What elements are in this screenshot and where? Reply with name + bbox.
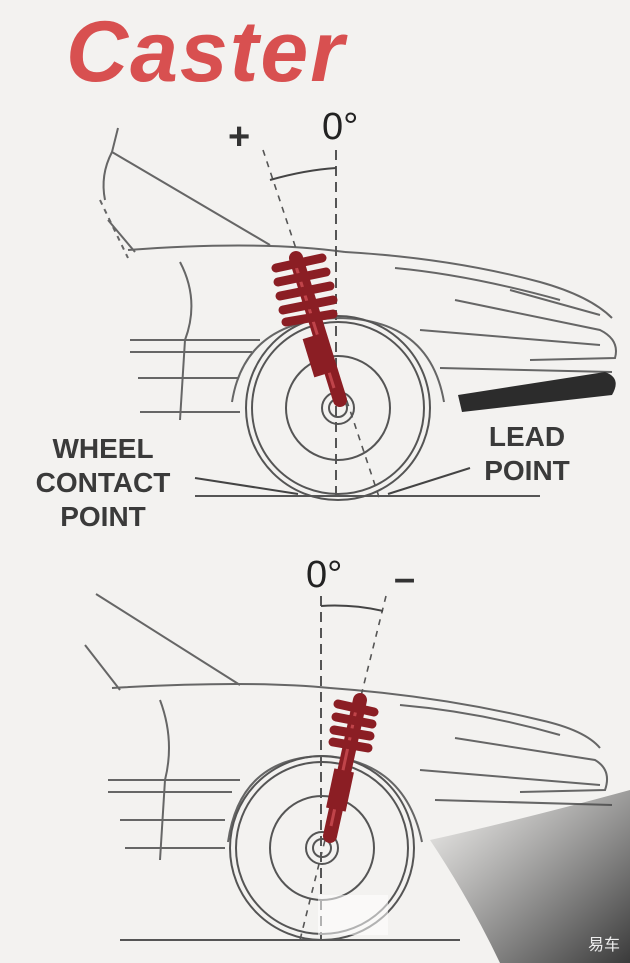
watermark: 易车: [587, 935, 620, 954]
bottom-strut: [323, 693, 379, 843]
page-title: Caster: [66, 4, 346, 100]
contact-pointer: [194, 477, 299, 495]
top-strut: [271, 251, 347, 407]
watermark-smudge: [318, 895, 388, 935]
bottom-car-body: [84, 593, 613, 861]
top-wheel: [245, 315, 431, 501]
positive-caster-sign: +: [228, 116, 251, 158]
negative-caster-sign: –: [394, 558, 416, 600]
lead-point-label: LEAD POINT: [484, 421, 570, 486]
corner-shadow: [430, 790, 630, 963]
lead-pointer: [387, 467, 471, 495]
top-angle-arc: [269, 167, 337, 181]
top-car-body: [99, 127, 617, 421]
top-zero-degree-label: 0°: [322, 106, 359, 148]
wheel-contact-point-label: WHEEL CONTACT POINT: [35, 433, 171, 532]
bottom-zero-degree-label: 0°: [306, 554, 343, 596]
bottom-angle-arc: [320, 604, 384, 612]
top-bumper: [458, 372, 616, 412]
